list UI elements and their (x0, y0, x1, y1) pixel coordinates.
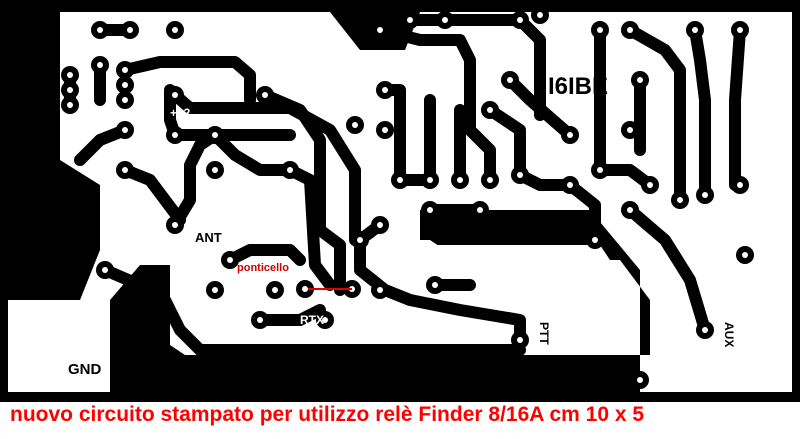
drill-hole (627, 27, 633, 33)
drill-hole (537, 12, 543, 18)
drill-hole (487, 177, 493, 183)
drill-hole (427, 207, 433, 213)
label-aux: AUX (722, 322, 736, 347)
drill-hole (122, 97, 128, 103)
drill-hole (172, 27, 178, 33)
drill-hole (427, 177, 433, 183)
drill-hole (377, 222, 383, 228)
drill-hole (702, 192, 708, 198)
drill-hole (592, 237, 598, 243)
drill-hole (377, 27, 383, 33)
drill-hole (517, 337, 523, 343)
pads (61, 6, 754, 389)
drill-hole (212, 287, 218, 293)
drill-hole (122, 167, 128, 173)
drill-hole (227, 257, 233, 263)
drill-hole (702, 327, 708, 333)
drill-hole (212, 167, 218, 173)
drill-hole (517, 17, 523, 23)
drill-hole (517, 172, 523, 178)
drill-hole (97, 27, 103, 33)
board-title: I6IBE (548, 73, 608, 100)
drill-hole (102, 267, 108, 273)
label-ponticello: ponticello (237, 262, 289, 274)
drill-hole (507, 77, 513, 83)
label-rtx: RTX (300, 313, 324, 327)
drill-hole (127, 27, 133, 33)
drill-hole (627, 127, 633, 133)
drill-hole (302, 286, 308, 292)
drill-hole (647, 182, 653, 188)
drill-hole (397, 177, 403, 183)
drill-hole (172, 132, 178, 138)
drill-hole (377, 287, 383, 293)
drill-hole (67, 102, 73, 108)
drill-hole (432, 282, 438, 288)
drill-hole (637, 377, 643, 383)
drill-hole (637, 77, 643, 83)
drill-hole (122, 127, 128, 133)
drill-hole (742, 252, 748, 258)
drill-hole (67, 72, 73, 78)
label-gnd-left: GND (68, 361, 102, 378)
drill-hole (382, 127, 388, 133)
drill-hole (382, 87, 388, 93)
drill-hole (457, 177, 463, 183)
drill-hole (172, 92, 178, 98)
drill-hole (442, 17, 448, 23)
drill-hole (122, 67, 128, 73)
label-ant: ANT (195, 230, 222, 245)
drill-hole (737, 27, 743, 33)
drill-hole (122, 82, 128, 88)
drill-hole (692, 27, 698, 33)
caption: nuovo circuito stampato per utilizzo rel… (10, 403, 645, 426)
drill-hole (272, 287, 278, 293)
drill-hole (212, 132, 218, 138)
drill-hole (627, 207, 633, 213)
drill-hole (477, 207, 483, 213)
drill-hole (352, 122, 358, 128)
drill-hole (597, 27, 603, 33)
pcb-layout: I6IBE +12 ANT ponticello RTX PTT AUX GND… (0, 0, 800, 402)
drill-hole (597, 167, 603, 173)
drill-hole (322, 317, 328, 323)
drill-hole (487, 107, 493, 113)
drill-hole (287, 167, 293, 173)
drill-hole (172, 222, 178, 228)
drill-hole (67, 87, 73, 93)
drill-hole (97, 62, 103, 68)
drill-hole (567, 132, 573, 138)
label-ptt: PTT (537, 322, 551, 345)
drill-hole (567, 182, 573, 188)
drill-hole (357, 237, 363, 243)
label-gnd-right: GND (590, 371, 624, 388)
label-plus12: +12 (170, 106, 191, 120)
drill-hole (257, 317, 263, 323)
drill-hole (262, 92, 268, 98)
drill-hole (737, 182, 743, 188)
drill-hole (677, 197, 683, 203)
drill-hole (407, 17, 413, 23)
